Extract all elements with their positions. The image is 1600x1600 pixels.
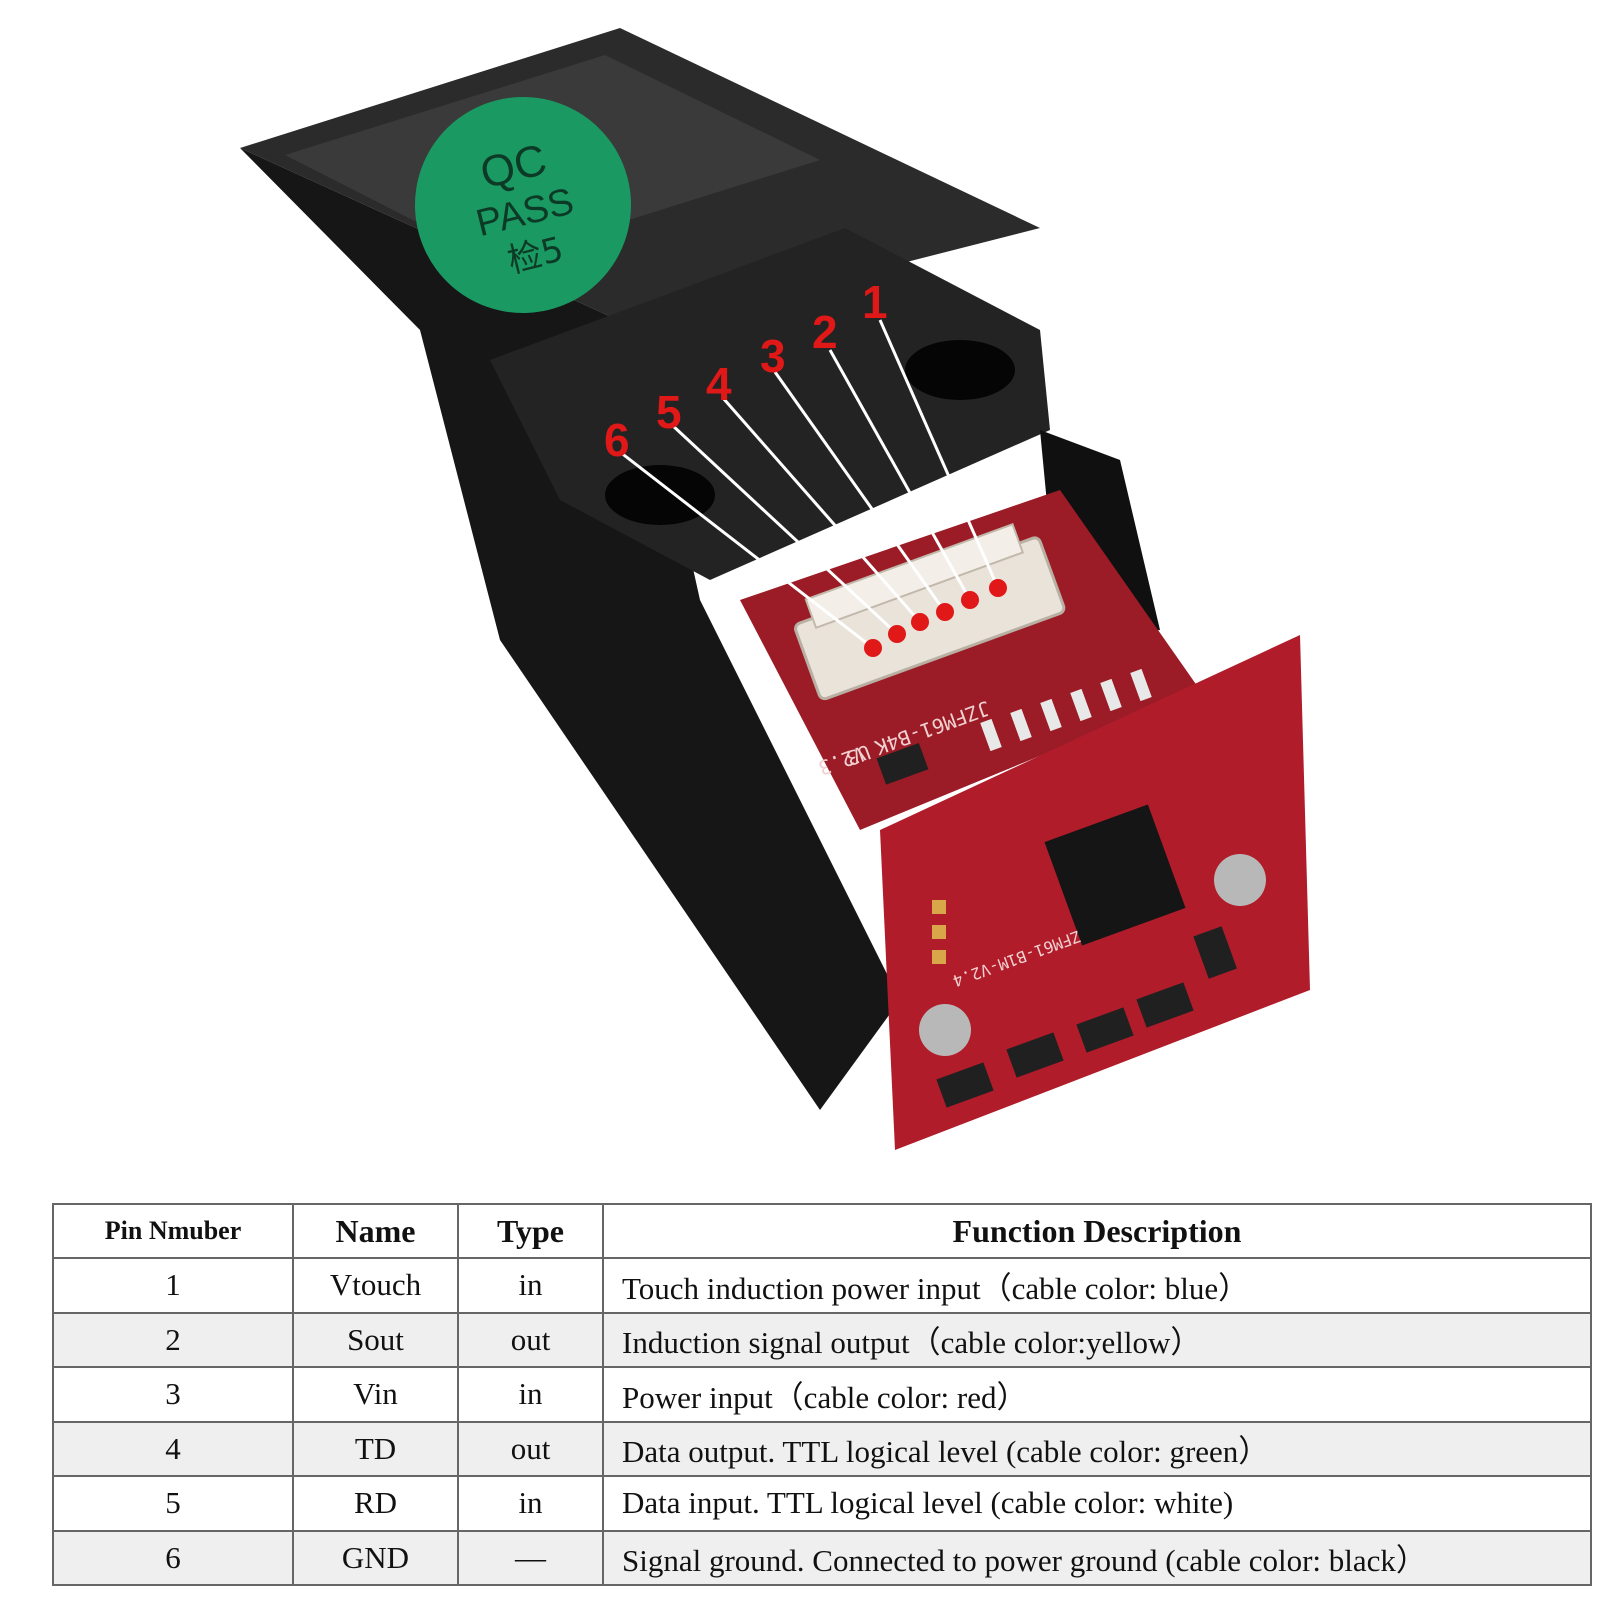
table-row: 1 Vtouch in Touch induction power input（… — [52, 1257, 1592, 1314]
cell-pin: 3 — [52, 1366, 294, 1423]
pin-callout-label-5: 5 — [656, 386, 682, 438]
pad-pins — [980, 668, 1152, 752]
pin-dot-4 — [911, 613, 929, 631]
cell-type: out — [457, 1420, 604, 1477]
cell-type: out — [457, 1311, 604, 1368]
cell-description: Power input（cable color: red） — [602, 1366, 1592, 1423]
screw-right — [1214, 854, 1266, 906]
table-row: 2 Sout out Induction signal output（cable… — [52, 1311, 1592, 1368]
table-header-row: Pin Nmuber Name Type Function Descriptio… — [52, 1203, 1592, 1259]
cell-type: in — [457, 1366, 604, 1423]
pin-callout-label-4: 4 — [706, 358, 732, 410]
cell-pin: 1 — [52, 1257, 294, 1314]
cell-name: Vin — [292, 1366, 459, 1423]
pin-function-table: Pin Nmuber Name Type Function Descriptio… — [52, 1203, 1592, 1586]
cell-description: Touch induction power input（cable color:… — [602, 1257, 1592, 1314]
cell-type: in — [457, 1475, 604, 1532]
cell-description: Signal ground. Connected to power ground… — [602, 1529, 1592, 1586]
pin-callout-label-6: 6 — [604, 414, 630, 466]
fingerprint-module-photo: QC PASS 检5 JZFM61-B4K V2.3 U3 ZFM61-B1M-… — [240, 28, 1310, 1150]
header-pin-number: Pin Nmuber — [52, 1203, 294, 1259]
header-type: Type — [457, 1203, 604, 1259]
pin-dot-5 — [888, 625, 906, 643]
cell-pin: 2 — [52, 1311, 294, 1368]
pin-callout-label-2: 2 — [812, 306, 838, 358]
table-row: 3 Vin in Power input（cable color: red） — [52, 1366, 1592, 1423]
mount-hole-right — [905, 340, 1015, 400]
pcb-inner — [740, 490, 1200, 830]
table-row: 6 GND — Signal ground. Connected to powe… — [52, 1529, 1592, 1586]
cell-description: Data input. TTL logical level (cable col… — [602, 1475, 1592, 1532]
edge-pads — [932, 900, 946, 964]
cell-name: TD — [292, 1420, 459, 1477]
ic-chip — [1044, 804, 1186, 946]
mount-hole-left — [605, 465, 715, 525]
cell-type: in — [457, 1257, 604, 1314]
pin-callout-lines — [619, 319, 1000, 650]
pin-callout-label-1: 1 — [862, 276, 888, 328]
cell-description: Data output. TTL logical level (cable co… — [602, 1420, 1592, 1477]
pin-dot-3 — [936, 603, 954, 621]
smd-components — [876, 742, 1237, 1108]
housing-left-face — [240, 148, 900, 1110]
pin-callout-label-3: 3 — [760, 330, 786, 382]
header-name: Name — [292, 1203, 459, 1259]
cell-name: Vtouch — [292, 1257, 459, 1314]
cell-pin: 5 — [52, 1475, 294, 1532]
pin-dot-1 — [989, 579, 1007, 597]
pin-dot-2 — [961, 591, 979, 609]
cell-pin: 4 — [52, 1420, 294, 1477]
cell-type: — — [457, 1529, 604, 1586]
pin-callout-dots — [864, 579, 1007, 657]
table-row: 4 TD out Data output. TTL logical level … — [52, 1420, 1592, 1477]
cell-description: Induction signal output（cable color:yell… — [602, 1311, 1592, 1368]
table-row: 5 RD in Data input. TTL logical level (c… — [52, 1475, 1592, 1532]
jst-connector — [794, 523, 1066, 701]
cell-name: GND — [292, 1529, 459, 1586]
qc-pass-sticker: QC PASS 检5 — [415, 97, 631, 313]
cell-pin: 6 — [52, 1529, 294, 1586]
cell-name: Sout — [292, 1311, 459, 1368]
header-function-description: Function Description — [602, 1203, 1592, 1259]
screw-left — [919, 1004, 971, 1056]
cell-name: RD — [292, 1475, 459, 1532]
pin-dot-6 — [864, 639, 882, 657]
